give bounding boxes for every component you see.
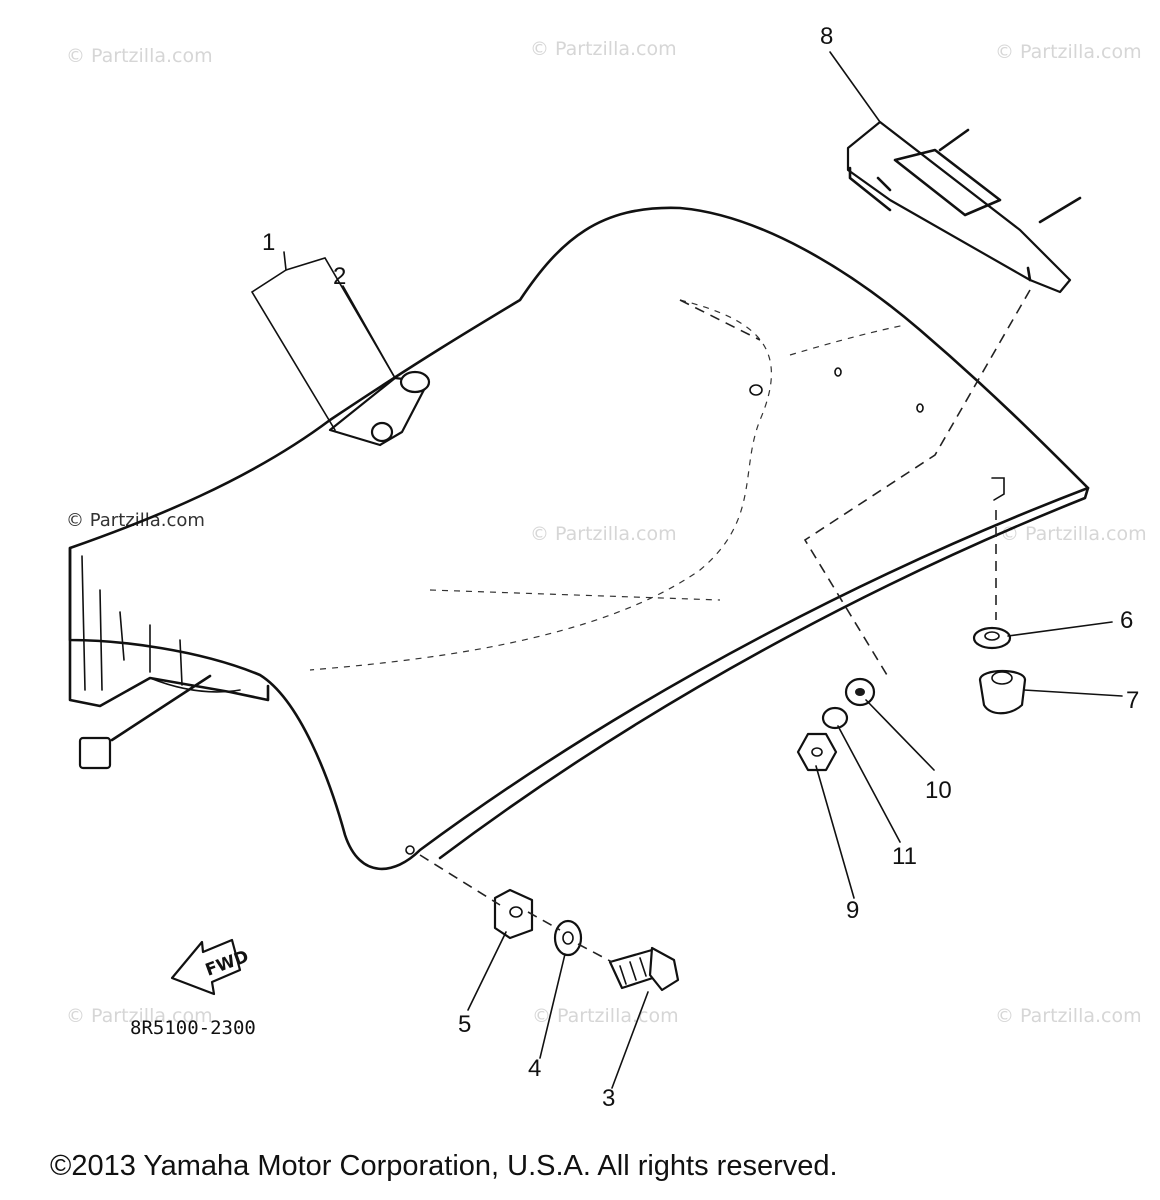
fastener-11 <box>821 706 849 730</box>
watermark: © Partzilla.com <box>66 45 213 67</box>
watermark: © Partzilla.com <box>530 523 677 545</box>
callout-1: 1 <box>262 229 275 256</box>
callout-6: 6 <box>1120 607 1133 634</box>
watermark: © Partzilla.com <box>66 1005 213 1027</box>
parts-diagram: © Partzilla.com © Partzilla.com © Partzi… <box>66 23 1147 1112</box>
watermarks: © Partzilla.com © Partzilla.com © Partzi… <box>66 38 1147 1027</box>
diagram-code: 8R5100-2300 <box>130 1017 256 1039</box>
callout-8: 8 <box>820 23 833 50</box>
callout-10: 10 <box>925 777 952 804</box>
watermark: © Partzilla.com <box>530 38 677 60</box>
watermark: © Partzilla.com <box>532 1005 679 1027</box>
callouts: 1 2 8 6 7 10 11 9 5 4 3 <box>262 23 1139 1112</box>
callout-9: 9 <box>846 897 859 924</box>
leader-lines <box>250 51 1123 1089</box>
watermark-dark: © Partzilla.com <box>66 510 205 531</box>
hinge <box>328 370 431 447</box>
fastener-3 <box>608 946 680 992</box>
fastener-6 <box>972 626 1012 650</box>
assembly-lines <box>419 289 1031 963</box>
callout-4: 4 <box>528 1055 541 1082</box>
bracket <box>846 120 1082 294</box>
watermark: © Partzilla.com <box>995 41 1142 63</box>
fwd-arrow: FWD <box>170 938 252 996</box>
callout-11: 11 <box>892 843 917 870</box>
seat <box>68 206 1090 871</box>
watermark: © Partzilla.com <box>995 1005 1142 1027</box>
callout-2: 2 <box>333 263 346 290</box>
callout-5: 5 <box>458 1011 471 1038</box>
fastener-4 <box>553 919 583 957</box>
callout-3: 3 <box>602 1085 615 1112</box>
fastener-9 <box>796 732 838 772</box>
copyright-notice: ©2013 Yamaha Motor Corporation, U.S.A. A… <box>50 1150 838 1182</box>
watermark: © Partzilla.com <box>1000 523 1147 545</box>
fastener-10 <box>844 677 876 707</box>
fastener-5 <box>493 888 534 940</box>
fastener-7 <box>978 670 1027 715</box>
callout-7: 7 <box>1126 687 1139 714</box>
